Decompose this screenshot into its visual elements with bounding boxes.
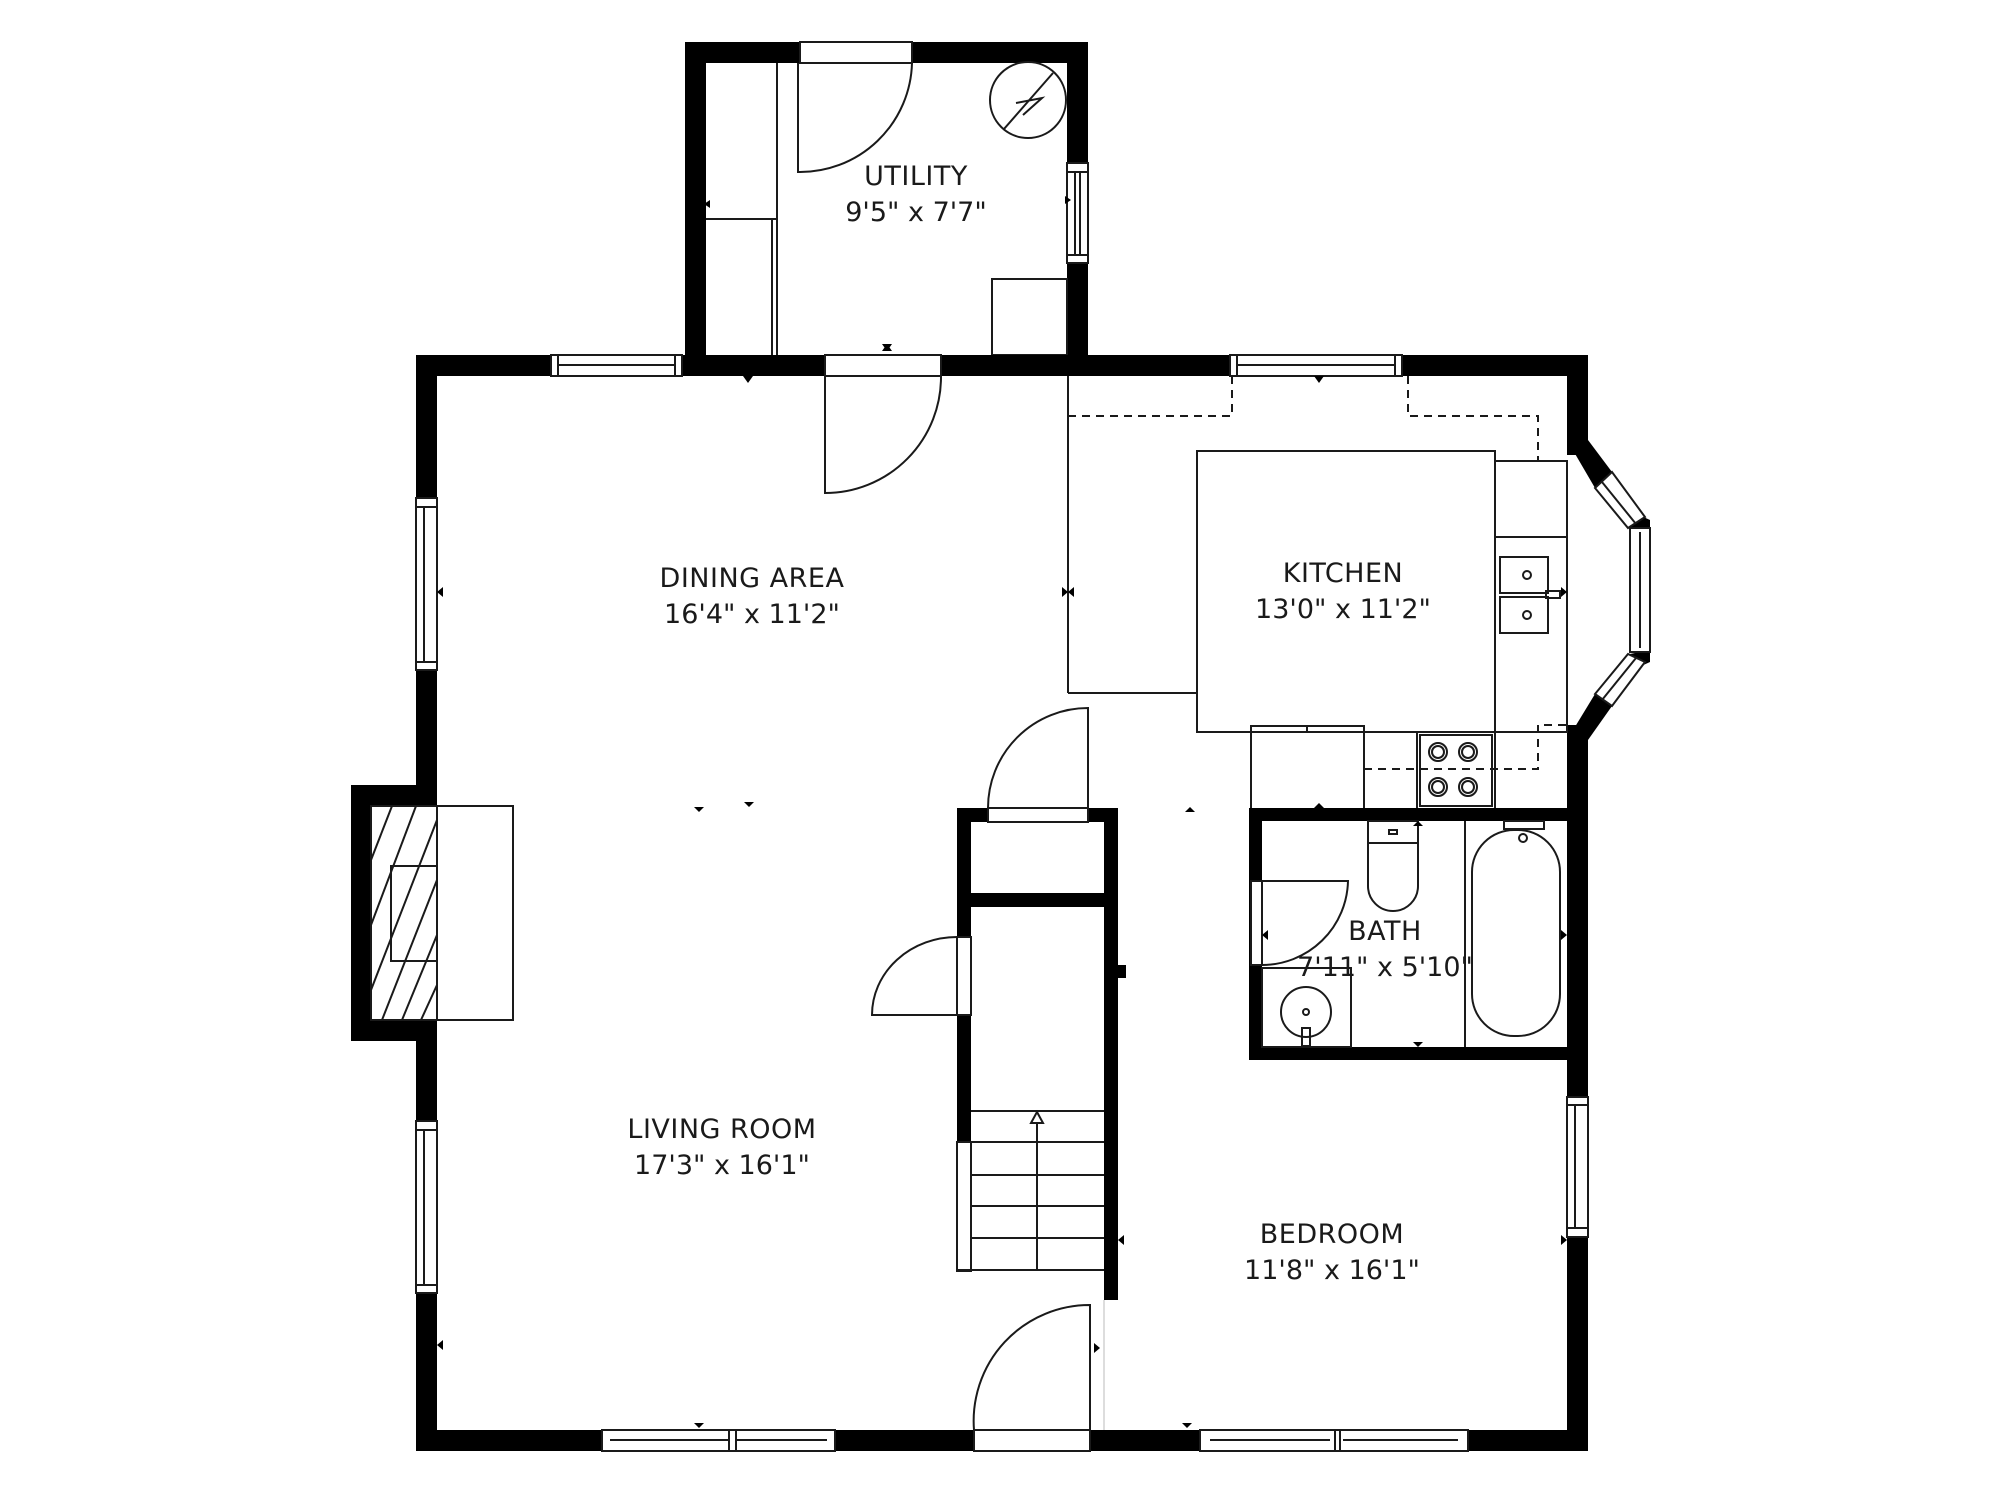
bath-door-opening	[1250, 880, 1263, 966]
utility-shelving	[706, 63, 778, 355]
range-cooktop-icon	[1416, 731, 1496, 810]
kitchen-counter-right	[1494, 460, 1568, 733]
window-top-kitchen	[1229, 354, 1403, 377]
staircase	[957, 1109, 1104, 1271]
room-label-utility: UTILITY 9'5" x 7'7"	[845, 160, 987, 232]
closet-door-swing[interactable]	[987, 706, 1089, 809]
room-dimensions: 9'5" x 7'7"	[845, 197, 987, 228]
window-bottom-bedroom	[1199, 1429, 1469, 1452]
window-right-bedroom	[1566, 1096, 1589, 1238]
utility-top-door-opening	[799, 41, 913, 64]
room-dimensions: 13'0" x 11'2"	[1255, 594, 1431, 625]
room-label-kitchen: KITCHEN 13'0" x 11'2"	[1255, 557, 1431, 629]
window-left-living	[415, 1120, 438, 1294]
room-name: LIVING ROOM	[627, 1114, 817, 1145]
room-dimensions: 16'4" x 11'2"	[664, 599, 840, 630]
stair-up-arrow-icon	[1029, 1109, 1045, 1124]
window-top-left	[550, 354, 683, 377]
dining-door-swing[interactable]	[824, 375, 943, 495]
room-name: KITCHEN	[1282, 558, 1404, 589]
bathtub-icon	[1471, 820, 1561, 1037]
utility-door-swing[interactable]	[797, 62, 913, 174]
front-door-opening	[973, 1429, 1091, 1452]
marker-arrows	[437, 196, 1567, 1428]
fireplace	[351, 785, 514, 1041]
window-bottom-living	[601, 1429, 836, 1452]
upper-cabinets-lower-outline	[1364, 724, 1567, 770]
bay-window	[1593, 470, 1651, 708]
room-label-dining: DINING AREA 16'4" x 11'2"	[660, 562, 845, 634]
pedestal-sink-icon	[1261, 967, 1352, 1048]
room-name: BEDROOM	[1259, 1219, 1405, 1250]
room-dimensions: 17'3" x 16'1"	[634, 1150, 810, 1181]
room-dimensions: 11'8" x 16'1"	[1244, 1255, 1420, 1286]
stair-walls	[957, 808, 1126, 1451]
upper-cabinets-outline	[1068, 376, 1539, 460]
room-name: DINING AREA	[659, 563, 845, 594]
toilet-icon	[1367, 820, 1419, 912]
window-left-dining	[415, 497, 438, 671]
water-heater-icon	[989, 61, 1067, 139]
room-label-living: LIVING ROOM 17'3" x 16'1"	[627, 1113, 816, 1185]
utility-doorway	[824, 354, 942, 377]
stair-door-swing[interactable]	[870, 936, 958, 1016]
room-name: UTILITY	[864, 161, 968, 192]
utility-appliance	[991, 278, 1068, 356]
bath-door-swing[interactable]	[1261, 880, 1350, 966]
utility-right-window	[1066, 162, 1089, 264]
stair-door-opening	[956, 936, 972, 1016]
closet-door-opening	[987, 807, 1089, 823]
room-name: BATH	[1348, 916, 1422, 947]
double-sink-icon	[1499, 556, 1561, 634]
refrigerator	[1250, 725, 1365, 810]
room-label-bedroom: BEDROOM 11'8" x 16'1"	[1244, 1218, 1420, 1290]
front-door-swing[interactable]	[972, 1303, 1091, 1431]
room-dimensions: 7'11" x 5'10"	[1297, 952, 1473, 983]
room-label-bath: BATH 7'11" x 5'10"	[1297, 915, 1473, 987]
